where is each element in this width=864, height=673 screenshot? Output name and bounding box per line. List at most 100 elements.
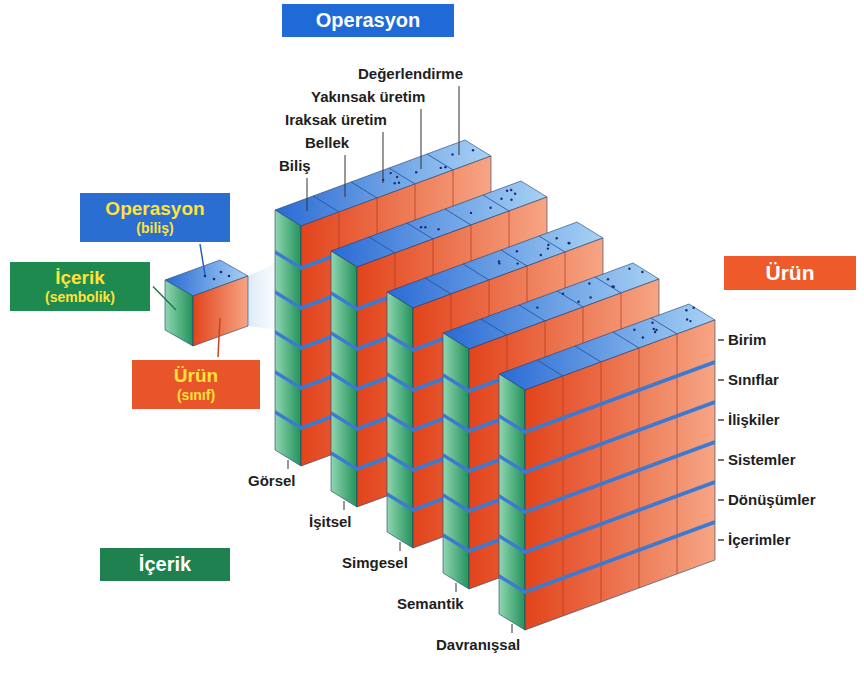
cell-divider — [425, 278, 451, 294]
dot — [415, 171, 417, 173]
cell-top-strip — [331, 451, 357, 471]
leader-line — [200, 244, 205, 275]
dot — [689, 320, 691, 322]
axis-label: Iraksak üretim — [285, 111, 387, 129]
dot — [536, 306, 538, 308]
dot — [420, 226, 422, 228]
dot — [547, 244, 549, 246]
dot — [470, 212, 472, 214]
leader-line — [459, 86, 460, 155]
leader-line — [718, 379, 724, 380]
box-heading: Ürün — [738, 260, 842, 285]
cell-top-strip — [331, 331, 357, 351]
dot — [472, 149, 474, 151]
leader-line — [218, 318, 220, 357]
cell-divider — [463, 264, 489, 280]
axis-label-text: Birim — [728, 331, 766, 348]
axis-label-text: İlişkiler — [728, 411, 780, 428]
leader-line — [400, 542, 401, 551]
cell-top-strip — [443, 453, 469, 473]
axis-label: Davranışsal — [436, 636, 520, 654]
cell-top-strip — [443, 493, 469, 513]
leader-line — [421, 109, 422, 169]
leader-line — [153, 287, 176, 311]
dot — [633, 329, 635, 331]
axis-label-text: İçerimler — [728, 531, 791, 548]
dot — [567, 242, 569, 244]
axis-label: İlişkiler — [728, 411, 780, 429]
cell-top-strip — [499, 414, 525, 434]
dot — [514, 193, 516, 195]
box-heading: Ürün — [146, 364, 246, 387]
leader-line — [718, 339, 724, 340]
cell-divider — [613, 332, 639, 348]
cell-front-face — [193, 276, 248, 346]
axis-label-text: Görsel — [248, 472, 296, 489]
dot — [562, 293, 564, 295]
dot — [498, 262, 500, 264]
cell-top-strip — [387, 332, 413, 352]
cell-top-strip — [443, 413, 469, 433]
cell-top-strip — [275, 410, 301, 430]
axis-label-text: Semantik — [397, 595, 464, 612]
dot — [506, 190, 508, 192]
axis-label-text: Bellek — [305, 134, 349, 151]
cell-top-strip — [387, 412, 413, 432]
box-heading: İçerik — [24, 266, 136, 289]
box-heading: Operasyon — [94, 197, 216, 220]
callout-box: Operasyon — [282, 4, 454, 37]
axis-label: Dönüşümler — [728, 491, 816, 509]
dot — [394, 182, 396, 184]
intellect-cube — [275, 140, 715, 630]
axis-label-text: Değerlendirme — [358, 65, 463, 82]
dot — [568, 242, 570, 244]
dot — [437, 228, 439, 230]
cell-top-strip — [275, 290, 301, 310]
axis-label: Simgesel — [342, 554, 408, 572]
dot — [213, 278, 216, 281]
cell-top-strip — [499, 494, 525, 514]
dot — [654, 331, 656, 333]
leader-line — [344, 501, 345, 510]
cell-top-strip — [443, 373, 469, 393]
axis-label-text: Simgesel — [342, 554, 408, 571]
dot — [655, 329, 657, 331]
dot — [628, 268, 630, 270]
cell-top-strip — [525, 520, 715, 594]
dot — [547, 247, 549, 249]
callout-box: Ürün(sınıf) — [132, 360, 260, 409]
dot — [440, 167, 442, 169]
axis-label: Sınıflar — [728, 371, 779, 389]
dot — [641, 271, 643, 273]
cell-top-strip — [331, 411, 357, 431]
slab-left-face — [331, 251, 357, 507]
leader-line — [345, 155, 346, 197]
cell-top-strip — [525, 400, 715, 474]
cell-divider — [427, 154, 453, 170]
cell-top-strip — [499, 454, 525, 474]
callout-box: Operasyon(biliş) — [80, 193, 230, 242]
callout-box: İçerik — [100, 548, 230, 581]
slab-left-face — [275, 210, 301, 466]
dot — [611, 285, 613, 287]
cell-divider — [539, 236, 565, 252]
box-subtitle: (sınıf) — [146, 387, 246, 404]
cell-top-strip — [331, 291, 357, 311]
axis-label: Semantik — [397, 595, 464, 613]
slab-left-face — [499, 374, 525, 630]
cell-divider — [575, 346, 601, 362]
axis-label: Birim — [728, 331, 766, 349]
cell-top-strip — [387, 372, 413, 392]
dot — [577, 301, 579, 303]
cell-divider — [595, 277, 621, 293]
dot — [693, 307, 695, 309]
dot — [686, 318, 688, 320]
box-subtitle: (sembolik) — [24, 289, 136, 306]
dot — [685, 309, 687, 311]
callout-box: İçerik(sembolik) — [10, 262, 150, 311]
leader-line — [718, 419, 724, 420]
cell-top-strip — [275, 370, 301, 390]
cell-top-strip — [275, 250, 301, 270]
cell-top-strip — [525, 480, 715, 554]
dot — [651, 322, 653, 324]
